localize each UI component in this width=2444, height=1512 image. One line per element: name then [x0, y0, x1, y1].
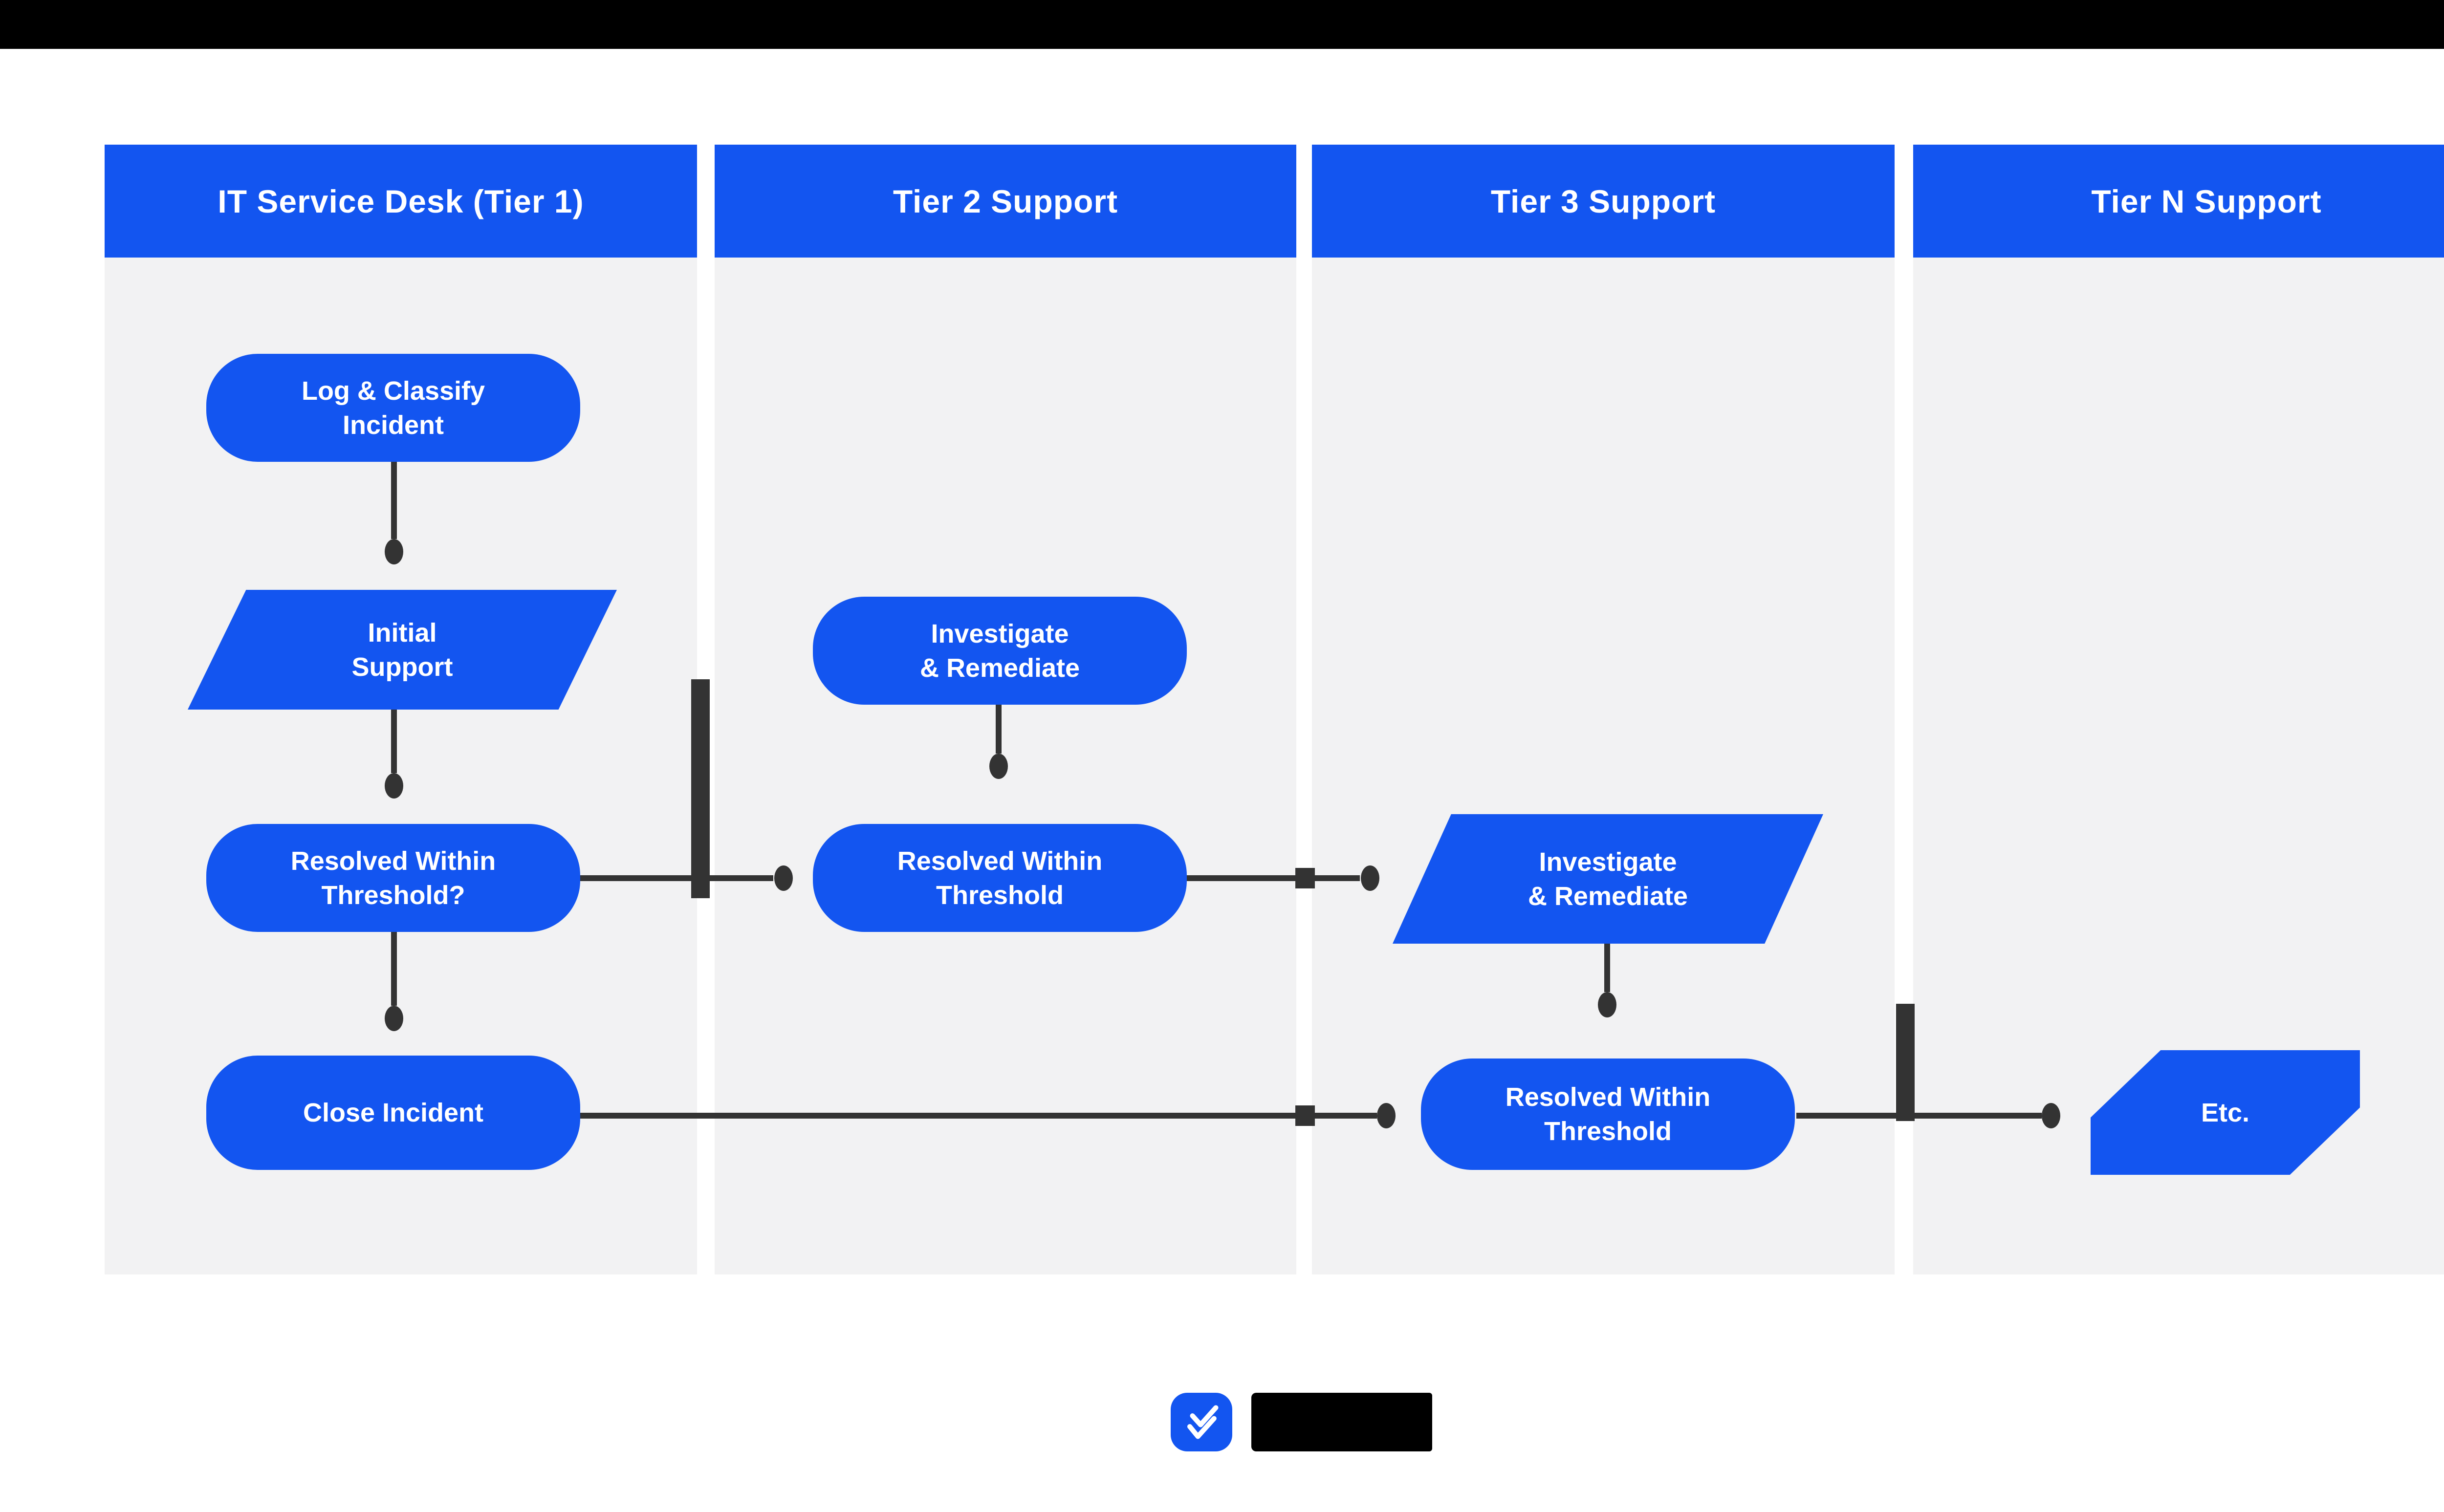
- connector-square: [1295, 1105, 1315, 1126]
- node-label: Close Incident: [303, 1098, 484, 1127]
- connector-t2-to-t3: [1187, 875, 1360, 881]
- logo-double-check-icon: [1171, 1393, 1232, 1451]
- lane-header-tierN: Tier N Support: [1913, 145, 2444, 258]
- node-investigate-remediate-t3: Investigate & Remediate: [1393, 814, 1823, 944]
- node-close-incident: Close Incident: [206, 1056, 580, 1170]
- node-label: Support: [351, 652, 453, 682]
- node-label: & Remediate: [919, 653, 1080, 683]
- connector-close-to-t3: [580, 1113, 1377, 1119]
- connector-dot: [1377, 1103, 1396, 1128]
- node-label: Initial: [368, 618, 437, 648]
- node-resolved-within-threshold-t3: Resolved Within Threshold: [1421, 1058, 1795, 1170]
- connector-dot: [989, 754, 1008, 779]
- node-label: Investigate: [931, 619, 1069, 648]
- node-label: Resolved Within: [1505, 1082, 1711, 1112]
- connector-investigate-to-resolved-t3: [1604, 944, 1610, 992]
- node-label: Resolved Within: [897, 846, 1103, 876]
- connector-dot: [385, 539, 403, 564]
- node-label: Etc.: [2201, 1098, 2250, 1127]
- connector-dot: [1361, 865, 1379, 891]
- top-black-bar: [0, 0, 2444, 49]
- connector-dot: [774, 865, 793, 891]
- connector-initial-to-resolved: [391, 710, 397, 773]
- node-label: Incident: [342, 410, 444, 440]
- node-label: Threshold: [936, 880, 1064, 910]
- connector-dot: [2042, 1103, 2060, 1128]
- sync-bar-tier1-tier2: [691, 679, 710, 898]
- connector-square: [1295, 868, 1315, 888]
- connector-investigate-to-resolved-t2: [996, 705, 1002, 754]
- sync-bar-tier3-tierN: [1896, 1004, 1915, 1121]
- connector-t3-to-tN: [1796, 1113, 2042, 1119]
- node-label: Resolved Within: [290, 846, 496, 876]
- node-label: Threshold?: [321, 880, 465, 910]
- connector-dot: [385, 773, 403, 799]
- node-resolved-within-threshold-t1: Resolved Within Threshold?: [206, 824, 580, 932]
- connector-dot: [1598, 992, 1616, 1017]
- node-label: Log & Classify: [301, 376, 485, 406]
- node-log-classify-incident: Log & Classify Incident: [206, 354, 580, 462]
- node-label: Investigate: [1539, 847, 1677, 877]
- node-resolved-within-threshold-t2: Resolved Within Threshold: [813, 824, 1187, 932]
- connector-log-to-initial: [391, 462, 397, 539]
- lane-header-tier2: Tier 2 Support: [715, 145, 1296, 258]
- double-check-icon: [1187, 1405, 1219, 1439]
- connector-t1-to-t2: [580, 875, 773, 881]
- node-investigate-remediate-t2: Investigate & Remediate: [813, 597, 1187, 705]
- lane-header-tier1: IT Service Desk (Tier 1): [105, 145, 697, 258]
- node-label: Threshold: [1544, 1117, 1672, 1146]
- logo-wordmark-redacted: [1251, 1393, 1432, 1451]
- connector-resolved-to-close: [391, 932, 397, 1006]
- node-initial-support: Initial Support: [188, 590, 617, 710]
- connector-dot: [385, 1006, 403, 1031]
- lane-header-tier3: Tier 3 Support: [1312, 145, 1895, 258]
- node-label: & Remediate: [1528, 881, 1688, 911]
